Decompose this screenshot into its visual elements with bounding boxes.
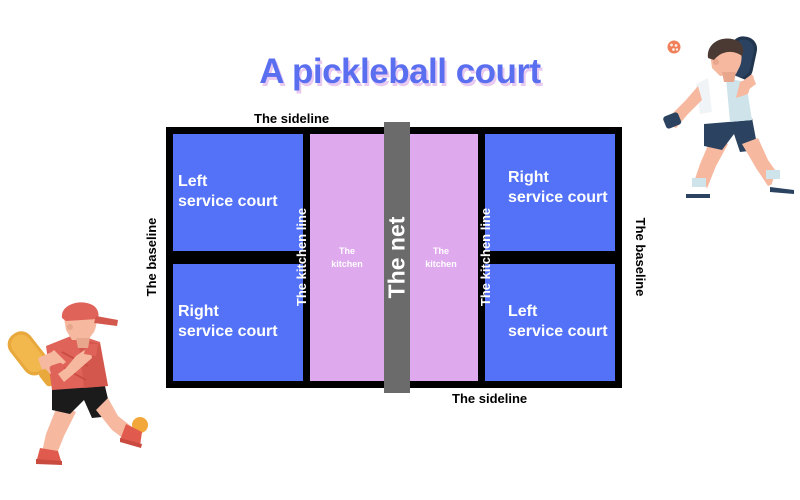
service-court-label-left-half-bottom: Right service court (178, 303, 278, 340)
kitchen-line-label-left: The kitchen line (294, 207, 309, 307)
service-court-label-right-half-bottom: Left service court (508, 303, 608, 340)
sideline-label-top: The sideline (254, 111, 330, 126)
service-court-left-half-bottom (173, 264, 303, 381)
kitchen-line-label-right: The kitchen line (478, 207, 493, 307)
net-bar (384, 122, 410, 393)
kitchen-label-right: The kitchen (425, 246, 457, 269)
service-court-label-right-half-top: Right service court (508, 169, 608, 206)
sideline-label-bottom: The sideline (452, 391, 528, 406)
baseline-label-right: The baseline (633, 217, 648, 297)
service-court-left-half-top (173, 134, 303, 251)
service-court-right-half-top (485, 134, 615, 251)
page-title: A pickleball court (259, 52, 541, 91)
service-court-label-left-half-top: Left service court (178, 173, 278, 210)
pickleball-player-serving-icon (648, 28, 800, 200)
service-court-right-half-bottom (485, 264, 615, 381)
kitchen-label-left: The kitchen (331, 246, 363, 269)
kitchen-zone-right (404, 134, 478, 381)
pickleball-player-swinging-icon (0, 300, 172, 482)
kitchen-zone-left (310, 134, 384, 381)
